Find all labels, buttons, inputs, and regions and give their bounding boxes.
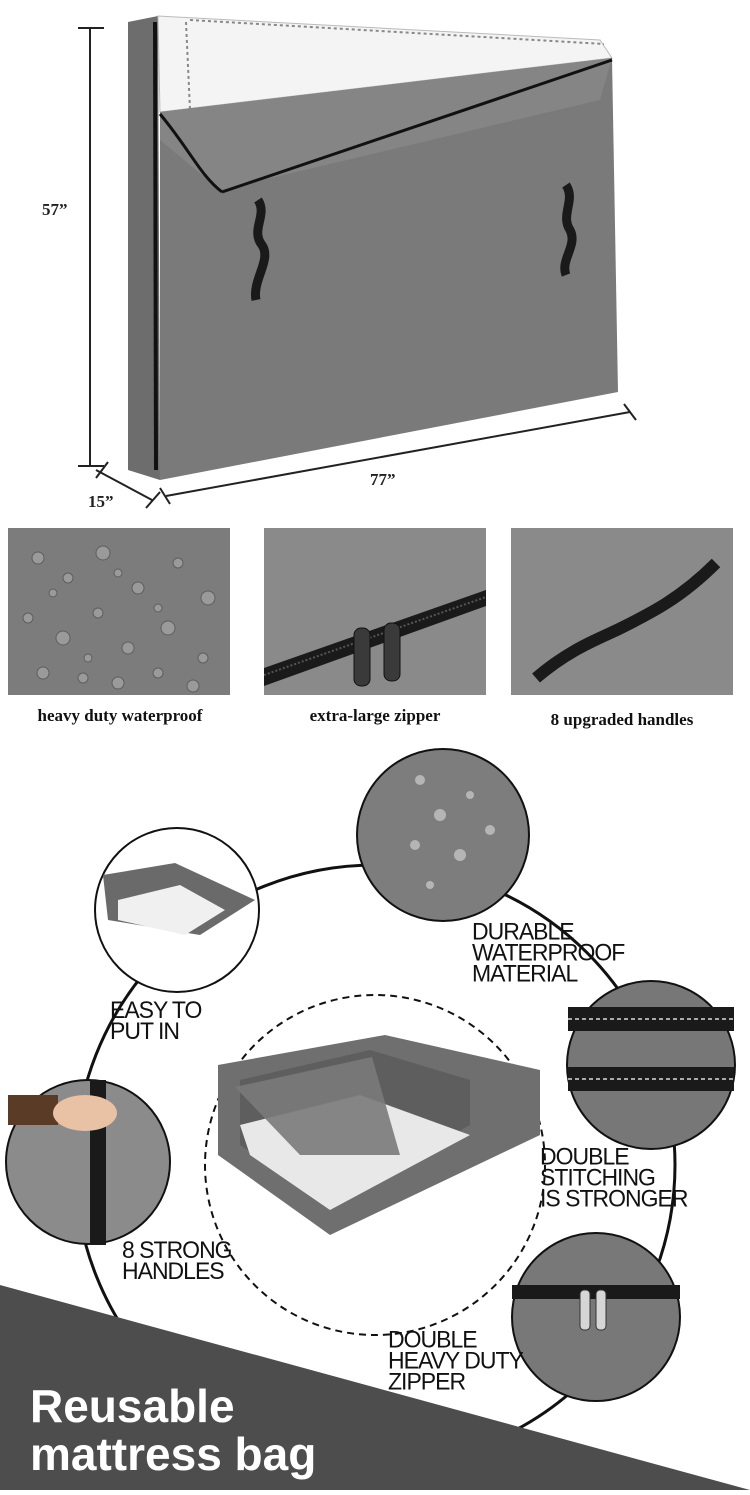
waterproof-thumbnail <box>8 528 230 695</box>
feature-diagram <box>0 748 750 1490</box>
product-hero: 57” 77” 15” <box>0 0 750 520</box>
stitching-circle <box>566 980 736 1150</box>
waterproof-circle <box>356 748 530 922</box>
banner-background <box>0 1285 750 1490</box>
handles-thumbnail <box>511 528 733 695</box>
depth-dimension: 15” <box>88 492 114 511</box>
zipper-thumbnail <box>264 528 486 695</box>
waterproof-caption: heavy duty waterproof <box>37 706 203 725</box>
mattress-bag-illustration <box>78 15 637 509</box>
banner-title: Reusable mattress bag <box>30 1380 317 1480</box>
length-dimension: 77” <box>370 470 396 489</box>
zipper-caption: extra-large zipper <box>309 706 441 725</box>
height-dimension: 57” <box>42 200 68 219</box>
handles-caption: 8 upgraded handles <box>550 710 694 729</box>
